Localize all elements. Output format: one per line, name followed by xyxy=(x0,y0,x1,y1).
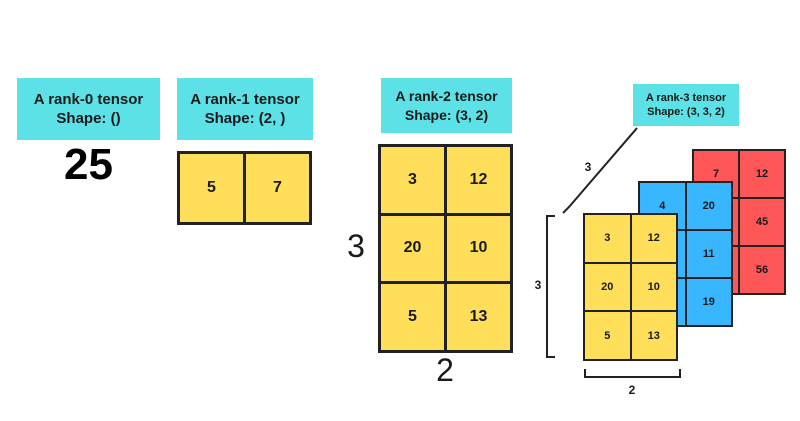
rank3-label: A rank-3 tensor Shape: (3, 3, 2) xyxy=(633,84,739,126)
rank3-front-cell: 20 xyxy=(585,263,630,311)
rank2-matrix: 3 12 20 10 5 13 xyxy=(378,144,513,353)
rank3-back-cell: 56 xyxy=(740,247,784,293)
rank1-shape: Shape: (2, ) xyxy=(204,110,286,127)
rank2-cols-label: 2 xyxy=(436,352,454,388)
rows-bracket xyxy=(546,215,555,358)
rank3-front-cell: 13 xyxy=(631,312,676,359)
rank3-front-cell: 12 xyxy=(631,215,676,262)
rank0-label: A rank-0 tensor Shape: () xyxy=(17,78,160,140)
rank3-title: A rank-3 tensor xyxy=(645,91,727,104)
rank3-slice-front: 3 12 20 10 5 13 xyxy=(583,213,678,361)
rank2-label: A rank-2 tensor Shape: (3, 2) xyxy=(381,78,512,133)
rank1-label: A rank-1 tensor Shape: (2, ) xyxy=(177,78,313,140)
rank3-cols-label: 2 xyxy=(628,383,636,397)
rank2-cell: 3 xyxy=(381,147,444,213)
rank3-shape: Shape: (3, 3, 2) xyxy=(647,106,725,118)
rank0-value: 25 xyxy=(64,140,113,189)
rank3-back-cell: 45 xyxy=(740,199,784,245)
rank1-cell: 5 xyxy=(180,154,243,222)
rank3-front-cell: 3 xyxy=(585,215,630,262)
rank3-depth-label: 3 xyxy=(584,160,592,174)
rank2-cell: 5 xyxy=(381,284,444,350)
rank1-cell: 7 xyxy=(246,154,309,222)
rank3-middle-cell: 20 xyxy=(686,183,731,229)
rank2-cell: 10 xyxy=(447,215,510,282)
rank3-middle-cell: 11 xyxy=(686,231,731,277)
rank1-vector: 5 7 xyxy=(177,151,312,225)
rank3-front-cell: 10 xyxy=(631,263,676,311)
rank1-title: A rank-1 tensor xyxy=(190,90,300,108)
rank0-shape: Shape: () xyxy=(56,110,121,127)
rank2-cell: 12 xyxy=(447,147,510,213)
rank2-shape: Shape: (3, 2) xyxy=(404,106,489,123)
rank2-cell: 13 xyxy=(447,284,510,350)
rank3-middle-cell: 19 xyxy=(686,279,731,325)
rank2-cell: 20 xyxy=(381,215,444,282)
cols-bracket xyxy=(584,369,681,378)
rank3-back-cell: 12 xyxy=(740,151,784,197)
rank2-title: A rank-2 tensor xyxy=(395,88,498,105)
rank3-front-cell: 5 xyxy=(585,312,630,359)
rank3-rows-label: 3 xyxy=(534,278,542,292)
depth-bracket xyxy=(562,127,638,214)
rank0-title: A rank-0 tensor xyxy=(33,90,144,108)
rank2-rows-label: 3 xyxy=(347,228,365,264)
